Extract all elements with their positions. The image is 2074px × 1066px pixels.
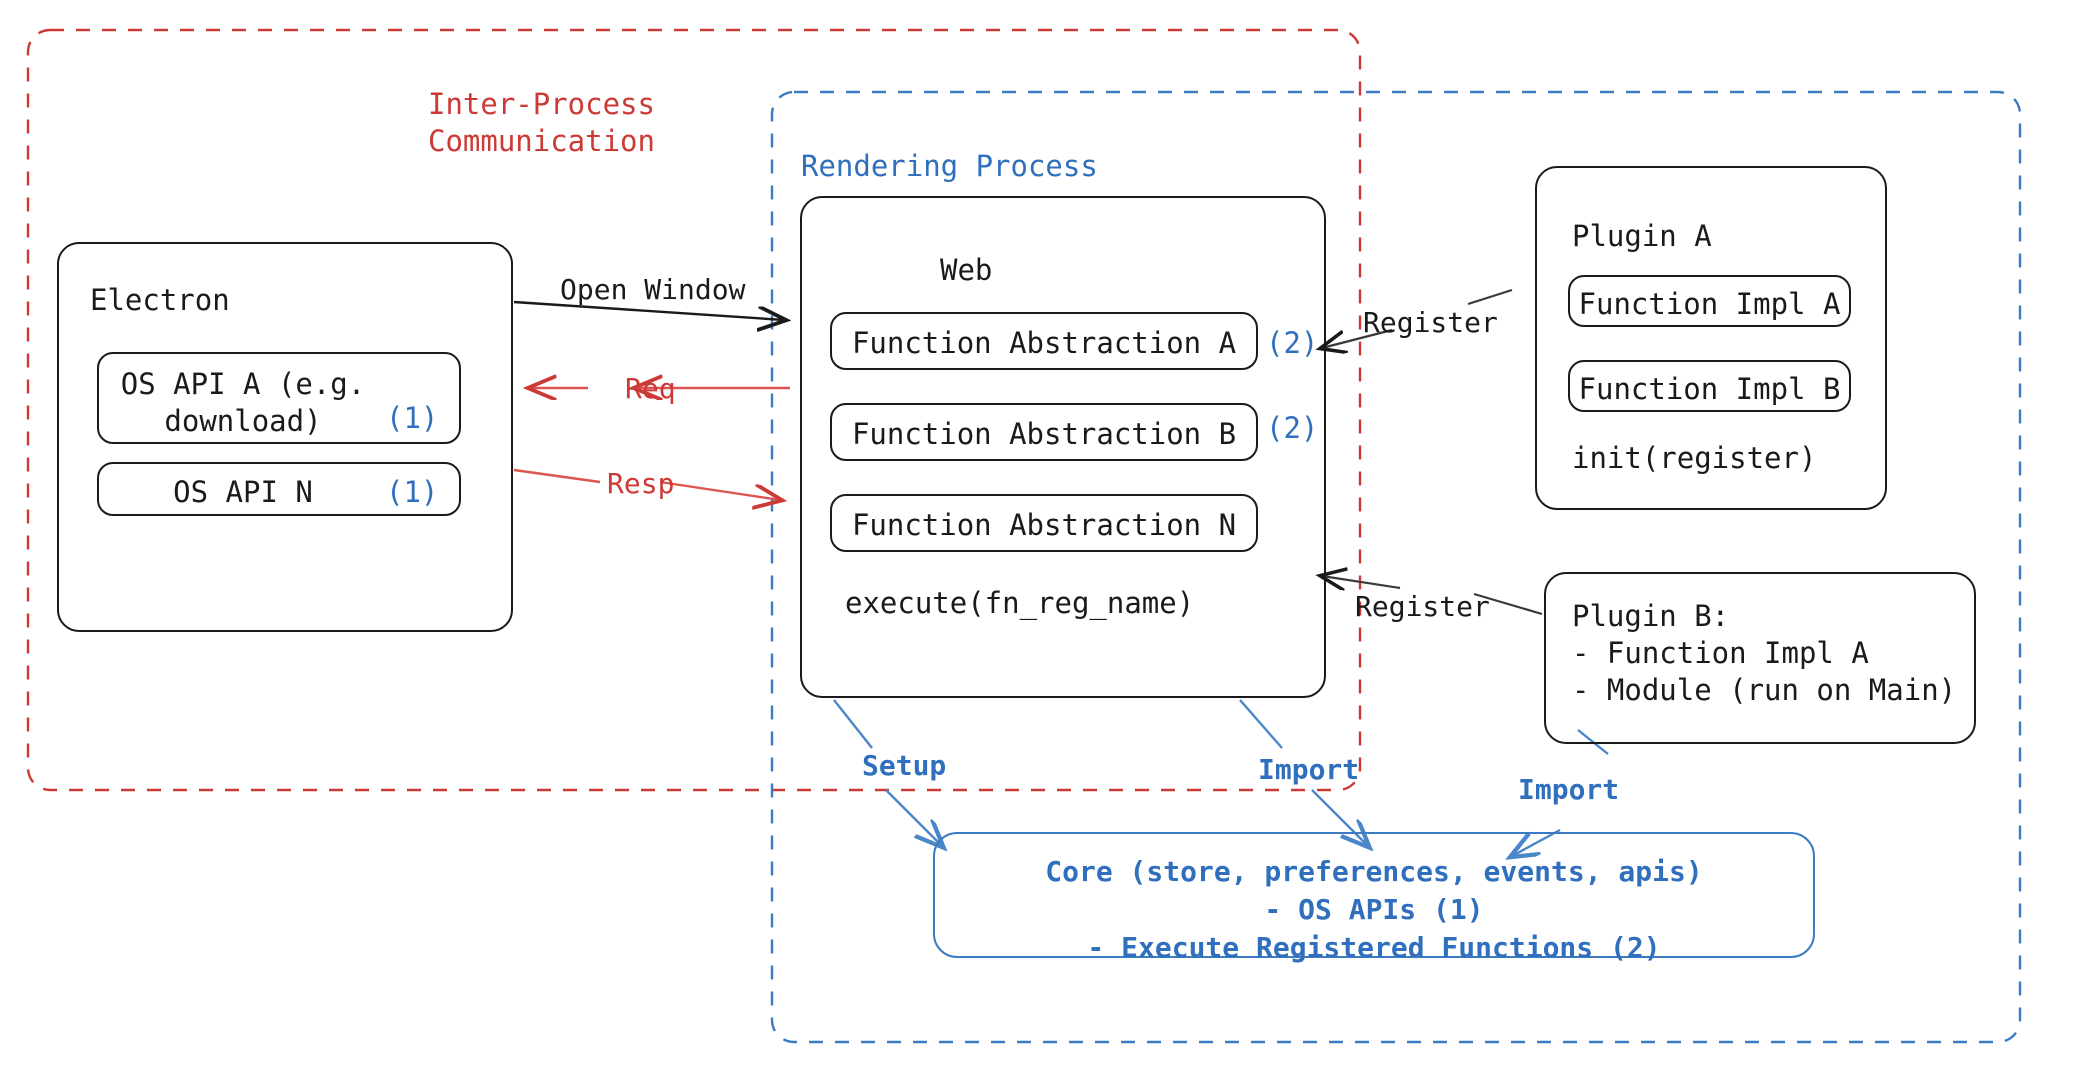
- edge-setup-head: [885, 789, 942, 846]
- plugin-a-item-fn-impl-a-label: Function Impl A: [1578, 287, 1841, 321]
- electron-item-os-api-n-ref: (1): [386, 475, 439, 509]
- electron-item-os-api-a-label: OS API A (e.g. download): [120, 367, 366, 439]
- core-line-2: - Execute Registered Functions (2): [1087, 930, 1661, 964]
- edge-label-open-window: Open Window: [560, 273, 746, 306]
- web-item-fn-abstraction-b[interactable]: [830, 403, 1258, 461]
- ipc-region-label: Inter-Process Communication: [428, 87, 655, 159]
- core-lines: Core (store, preferences, events, apis) -…: [933, 853, 1815, 966]
- edge-label-req: Req: [625, 372, 676, 405]
- edge-label-setup: Setup: [862, 749, 947, 782]
- web-item-fn-abstraction-n-label: Function Abstraction N: [851, 508, 1237, 542]
- plugin-a-title: Plugin A: [1572, 219, 1712, 253]
- node-plugin-b[interactable]: [1544, 572, 1976, 744]
- edge-resp: [513, 468, 601, 484]
- edge-label-register-b: Register: [1355, 590, 1490, 623]
- plugin-b-line-2: - Module (run on Main): [1572, 673, 1957, 708]
- edge-import-web: [1239, 699, 1283, 749]
- node-web[interactable]: [800, 196, 1326, 698]
- electron-item-os-api-a-ref: (1): [386, 401, 439, 435]
- web-item-fn-abstraction-b-ref: (2): [1266, 411, 1319, 445]
- edge-setup: [833, 699, 873, 749]
- plugin-a-item-fn-impl-b-label: Function Impl B: [1578, 372, 1841, 406]
- edge-resp-head: [659, 480, 780, 500]
- web-footer-execute: execute(fn_reg_name): [845, 586, 1195, 620]
- core-line-1: - OS APIs (1): [1264, 892, 1484, 926]
- web-item-fn-abstraction-a[interactable]: [830, 312, 1258, 370]
- plugin-b-line-1: - Function Impl A: [1572, 636, 1869, 671]
- web-item-fn-abstraction-b-label: Function Abstraction B: [851, 417, 1237, 451]
- node-core[interactable]: [933, 832, 1815, 958]
- plugin-b-lines: Plugin B:- Function Impl A- Module (run …: [1572, 598, 1956, 709]
- edge-register-b-head: [1322, 576, 1401, 588]
- core-line-0: Core (store, preferences, events, apis): [1045, 855, 1703, 888]
- web-item-fn-abstraction-a-label: Function Abstraction A: [851, 326, 1237, 360]
- plugin-a-item-fn-impl-b[interactable]: [1568, 360, 1851, 412]
- electron-title: Electron: [90, 283, 230, 317]
- rendering-region-label: Rendering Process: [801, 149, 1098, 183]
- electron-item-os-api-n-label: OS API N: [173, 475, 313, 509]
- plugin-b-line-0: Plugin B:: [1572, 599, 1730, 633]
- edge-register-a: [1467, 288, 1513, 306]
- web-title: Web: [940, 253, 993, 287]
- edge-label-import-plugin-b: Import: [1518, 773, 1620, 806]
- edge-label-register-a: Register: [1363, 306, 1498, 339]
- plugin-a-footer-init: init(register): [1572, 441, 1817, 475]
- web-item-fn-abstraction-n[interactable]: [830, 494, 1258, 552]
- edge-label-resp: Resp: [607, 467, 675, 500]
- electron-item-os-api-n[interactable]: [97, 462, 461, 516]
- electron-item-os-api-a[interactable]: [97, 352, 461, 444]
- plugin-a-item-fn-impl-a[interactable]: [1568, 275, 1851, 327]
- edge-label-import-web: Import: [1258, 753, 1360, 786]
- node-electron[interactable]: [57, 242, 513, 632]
- node-plugin-a[interactable]: [1535, 166, 1887, 510]
- web-item-fn-abstraction-a-ref: (2): [1266, 326, 1319, 360]
